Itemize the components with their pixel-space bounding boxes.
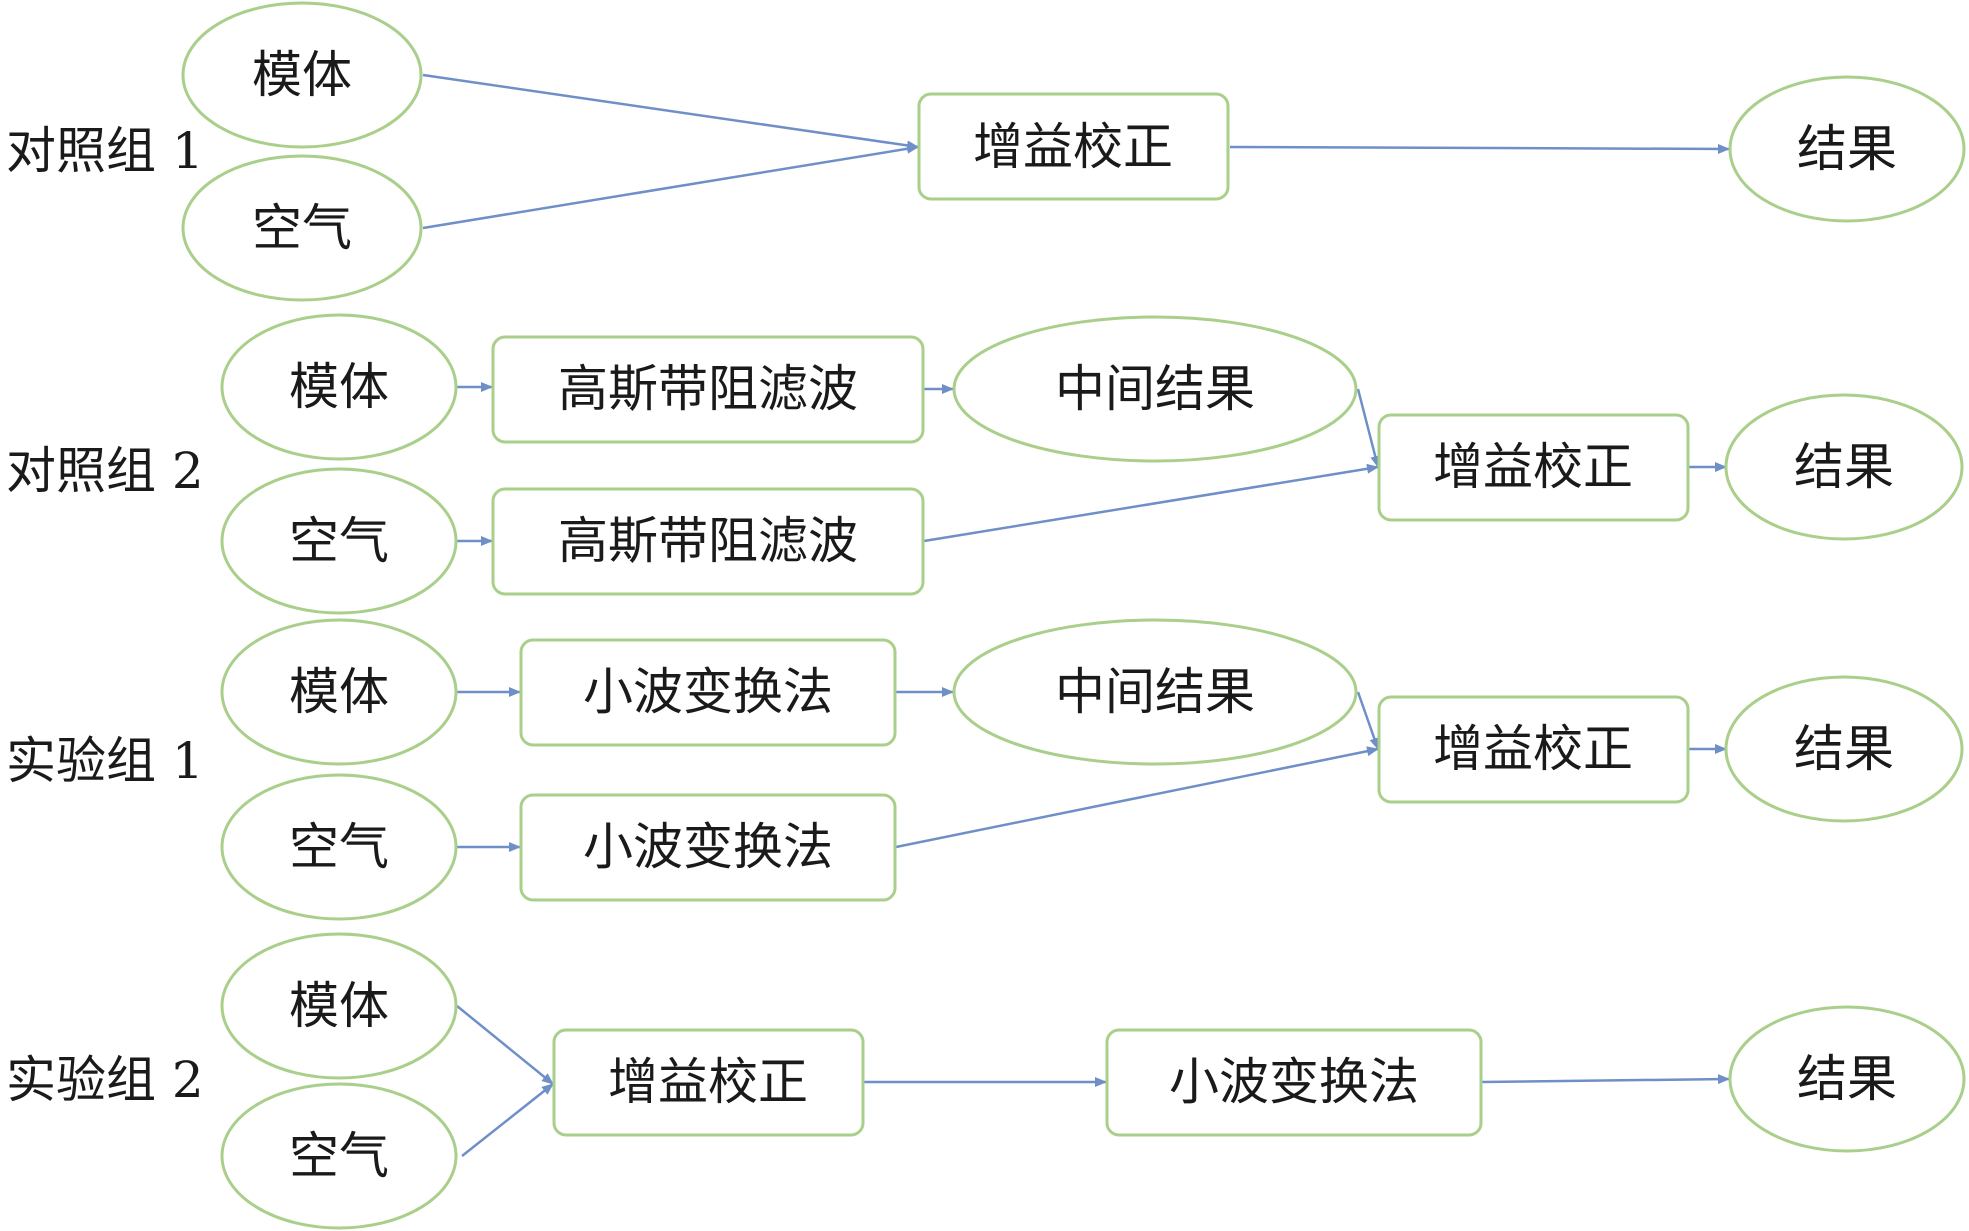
node-phantom-label: 模体 <box>252 46 352 104</box>
node-intermediate-result <box>952 315 1358 463</box>
group-labels: 对照组 1 对照组 2 实验组 1 实验组 2 <box>6 122 204 1109</box>
node-wavelet-transform-label: 小波变换法 <box>583 818 833 876</box>
node-intermediate-result-label: 中间结果 <box>1055 360 1255 418</box>
group-label-experiment-2: 实验组 2 <box>6 1051 204 1109</box>
edge-g2-intermediate-to-gain <box>1356 388 1381 468</box>
node-wavelet-transform <box>519 638 897 747</box>
node-air-label: 空气 <box>252 199 352 257</box>
node-phantom <box>220 932 458 1080</box>
node-wavelet-transform-label: 小波变换法 <box>1169 1053 1419 1111</box>
edge-g4-wavelet-to-result <box>1480 1074 1730 1085</box>
edge-g1-gain-to-result <box>1229 143 1730 154</box>
node-wavelet-transform <box>1105 1028 1483 1137</box>
node-intermediate-result-label: 中间结果 <box>1055 663 1255 721</box>
edge-g1-phantom-to-gain <box>422 73 919 151</box>
node-gaussian-filter-label: 高斯带阻滤波 <box>558 360 858 418</box>
node-gain-correction-label: 增益校正 <box>973 118 1173 176</box>
node-air <box>220 1082 458 1230</box>
node-phantom <box>220 618 458 766</box>
node-result-label: 结果 <box>1794 720 1894 778</box>
node-phantom <box>181 1 423 149</box>
group-experiment-2: 模体 空气 增益校正 小波变换法 结果 <box>220 932 1966 1230</box>
node-gain-correction <box>552 1028 865 1137</box>
group-label-control-2: 对照组 2 <box>6 442 204 500</box>
node-intermediate-result <box>952 618 1358 766</box>
edge-g4-air-to-gain <box>461 1083 554 1157</box>
node-air <box>220 467 458 615</box>
node-result-label: 结果 <box>1794 438 1894 496</box>
node-gaussian-filter <box>491 487 925 596</box>
node-wavelet-transform <box>519 793 897 902</box>
node-gaussian-filter <box>491 335 925 444</box>
node-gaussian-filter-label: 高斯带阻滤波 <box>558 512 858 570</box>
group-label-experiment-1: 实验组 1 <box>6 732 204 790</box>
group-control-1: 模体 空气 增益校正 结果 <box>181 1 1966 302</box>
node-result <box>1724 393 1964 541</box>
node-gain-correction <box>917 92 1230 201</box>
node-result-label: 结果 <box>1797 120 1897 178</box>
node-phantom-label: 模体 <box>289 977 389 1035</box>
edge-g3-wavelet-to-gain <box>895 746 1379 849</box>
node-phantom-label: 模体 <box>289 358 389 416</box>
edges <box>422 73 1730 1157</box>
node-gain-correction-label: 增益校正 <box>1433 438 1633 496</box>
edge-g2-filter-to-gain <box>923 463 1379 543</box>
edge-g1-air-to-gain <box>422 143 919 230</box>
node-wavelet-transform-label: 小波变换法 <box>583 663 833 721</box>
edge-g4-phantom-to-gain <box>456 1005 554 1085</box>
node-air-label: 空气 <box>289 512 389 570</box>
node-gain-correction <box>1377 413 1690 522</box>
node-result-label: 结果 <box>1797 1050 1897 1108</box>
edge-g3-intermediate-to-gain <box>1356 691 1380 750</box>
node-phantom-label: 模体 <box>289 663 389 721</box>
node-air <box>181 154 423 302</box>
group-experiment-1: 模体 空气 小波变换法 小波变换法 中间结果 增益校正 结果 <box>220 618 1964 921</box>
node-air-label: 空气 <box>289 1127 389 1185</box>
node-result <box>1728 75 1966 223</box>
node-result <box>1724 675 1964 823</box>
node-gain-correction-label: 增益校正 <box>1433 720 1633 778</box>
node-phantom <box>220 313 458 461</box>
node-gain-correction-label: 增益校正 <box>608 1053 808 1111</box>
group-control-2: 模体 空气 高斯带阻滤波 高斯带阻滤波 中间结果 增益校正 结果 <box>220 313 1964 615</box>
node-gain-correction <box>1377 695 1690 804</box>
group-label-control-1: 对照组 1 <box>6 122 204 180</box>
node-result <box>1728 1005 1966 1153</box>
node-air <box>220 773 458 921</box>
node-air-label: 空气 <box>289 818 389 876</box>
